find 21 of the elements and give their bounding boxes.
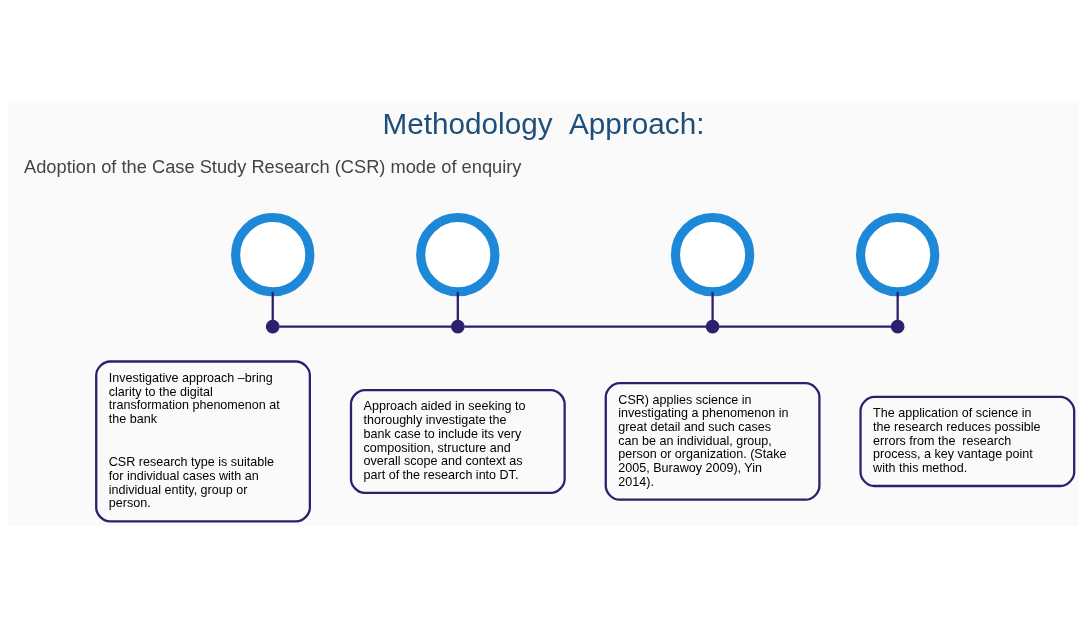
node-circle — [890, 319, 905, 333]
node-box: The application of science in the research reduces possible errors from the research process, a key vantage point with this method. — [859, 395, 1076, 487]
connector — [279, 325, 452, 328]
node-box: Investigative approach –bring clarity to the digital transformation phenomenon at the bank CSR research type is suitable for individual cases with an individual entity, group or person. — [95, 359, 311, 523]
connector — [456, 291, 459, 320]
label: Adoption of the Case Study Research (CSR) mode of enquiry — [23, 155, 522, 177]
node-box: CSR) applies science in investigating a phenomenon in great detail and such cases can be an individual, group, person or organization. (Stake 2005, Burawoy 2009), Yin 2014). — [604, 381, 821, 501]
node-circle — [416, 212, 500, 296]
connector — [896, 291, 899, 320]
node-circle — [705, 319, 720, 333]
node-box: Approach aided in seeking to thoroughly investigate the bank case to include its very composition, structure and overall scope and context as part of the research into DT. — [349, 388, 566, 494]
node-circle — [670, 212, 755, 296]
diagram-title: Methodology Approach: — [382, 106, 705, 140]
node-circle — [450, 319, 465, 333]
node-circle — [855, 212, 940, 296]
node-circle — [231, 212, 315, 296]
connector — [271, 291, 274, 320]
connector — [711, 291, 714, 320]
connector — [719, 325, 892, 328]
connector — [464, 325, 707, 328]
node-circle — [265, 319, 280, 333]
